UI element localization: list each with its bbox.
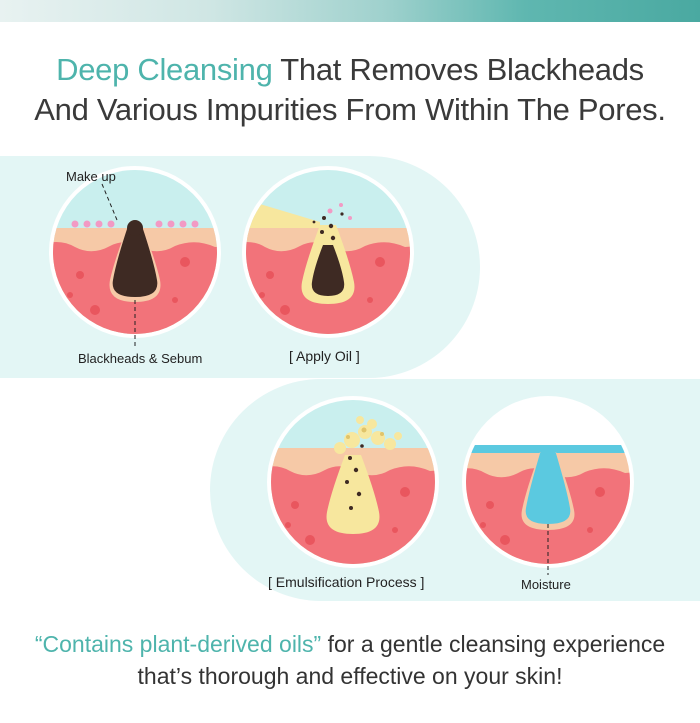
label-apply-oil: [ Apply Oil ] xyxy=(289,348,360,364)
panel-moisture xyxy=(462,396,634,575)
headline: Deep Cleansing That Removes Blackheads A… xyxy=(0,50,700,130)
headline-rest: That Removes Blackheads xyxy=(272,52,644,87)
blackhead-plug xyxy=(112,226,158,297)
headline-line-1: Deep Cleansing That Removes Blackheads xyxy=(0,50,700,90)
footer-line-1: “Contains plant-derived oils” for a gent… xyxy=(0,628,700,660)
footer-accent: “Contains plant-derived oils” xyxy=(34,631,322,657)
label-emulsification: [ Emulsification Process ] xyxy=(268,574,425,590)
footer-text: “Contains plant-derived oils” for a gent… xyxy=(0,628,700,692)
label-blackheads-sebum: Blackheads & Sebum xyxy=(78,351,203,366)
panel-apply-oil xyxy=(242,166,414,338)
headline-line-2: And Various Impurities From Within The P… xyxy=(34,92,666,127)
panel-emulsification xyxy=(267,396,439,568)
label-moisture: Moisture xyxy=(521,577,571,592)
headline-accent: Deep Cleansing xyxy=(56,52,273,87)
panel-makeup-blackheads xyxy=(49,166,221,348)
moisture-fill xyxy=(525,450,571,524)
makeup-particles xyxy=(71,220,199,228)
footer-line-2: that’s thorough and effective on your sk… xyxy=(137,663,563,689)
top-gradient-bar xyxy=(0,0,700,22)
label-makeup: Make up xyxy=(66,169,116,184)
footer-rest: for a gentle cleansing experience xyxy=(321,631,666,657)
